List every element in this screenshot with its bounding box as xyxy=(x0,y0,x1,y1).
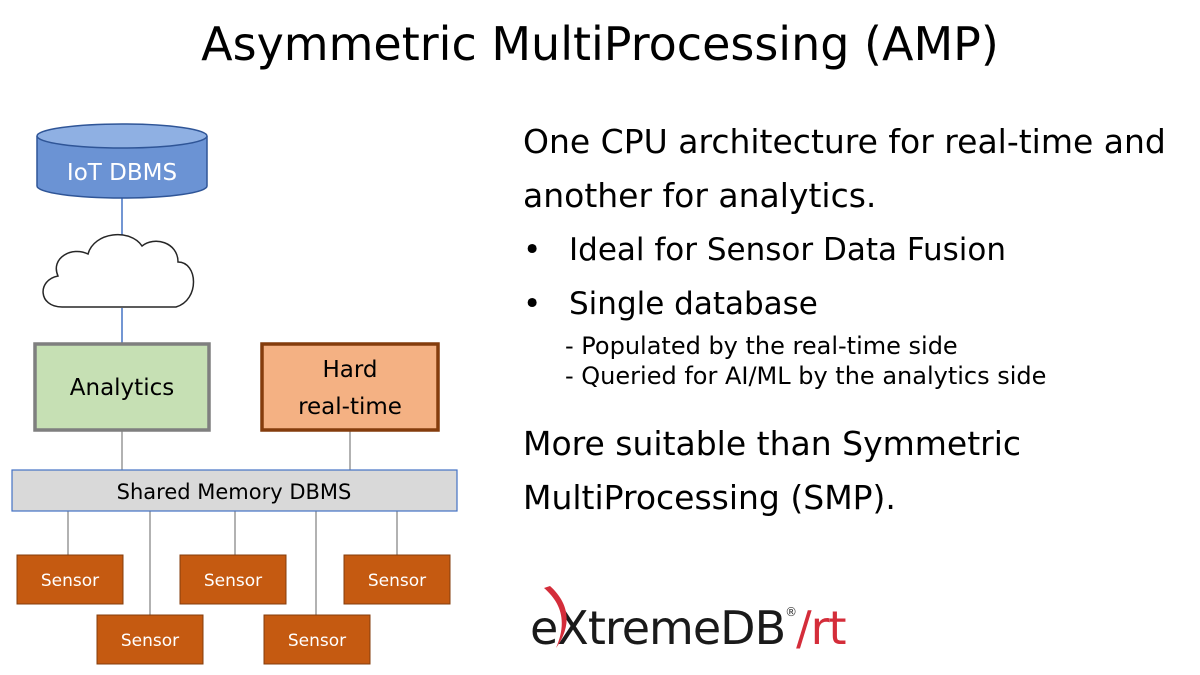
logo-suffix: /rt xyxy=(796,601,846,655)
sub-item: - Populated by the real-time side xyxy=(565,332,958,360)
sensor-3: Sensor xyxy=(179,554,287,605)
sensor-label: Sensor xyxy=(121,631,179,651)
logo-registered-mark: ® xyxy=(785,605,797,619)
sensor-2: Sensor xyxy=(96,614,204,665)
bullet-item: • Ideal for Sensor Data Fusion xyxy=(523,223,1193,277)
bullet-icon: • xyxy=(523,232,542,268)
cloud-icon xyxy=(42,233,195,308)
sub-item: - Queried for AI/ML by the analytics sid… xyxy=(565,362,1047,390)
sensor-label: Sensor xyxy=(368,571,426,591)
database-cylinder: IoT DBMS xyxy=(36,123,208,199)
architecture-diagram: IoT DBMS Analytics Hard real-time Shared… xyxy=(11,123,458,665)
logo-main-text: eXtremeDB xyxy=(530,601,786,655)
database-label: IoT DBMS xyxy=(67,160,177,186)
conclusion-text: More suitable than Symmetric MultiProces… xyxy=(523,424,1022,517)
sensor-1: Sensor xyxy=(16,554,124,605)
sensor-label: Sensor xyxy=(288,631,346,651)
sensor-4: Sensor xyxy=(263,614,371,665)
shared-memory-label: Shared Memory DBMS xyxy=(117,480,352,504)
intro-text: One CPU architecture for real-time and a… xyxy=(523,122,1166,215)
hard-realtime-box xyxy=(260,342,440,432)
bullet-item: • Single database xyxy=(523,277,1193,331)
bullet-icon: • xyxy=(523,286,542,322)
sensor-5: Sensor xyxy=(343,554,451,605)
bullet-text: Ideal for Sensor Data Fusion xyxy=(569,232,1006,268)
bullet-text: Single database xyxy=(569,286,818,322)
page-title: Asymmetric MultiProcessing (AMP) xyxy=(201,17,999,71)
sensor-label: Sensor xyxy=(204,571,262,591)
hard-realtime-label-line1: Hard xyxy=(322,357,377,383)
logo-swoosh-icon xyxy=(544,586,567,648)
hard-realtime-label-line2: real-time xyxy=(298,394,402,420)
shared-memory-bar xyxy=(11,469,458,512)
analytics-label: Analytics xyxy=(70,375,174,401)
extremedb-logo: eXtremeDB®/rt xyxy=(530,584,847,656)
description-panel: One CPU architecture for real-time and a… xyxy=(523,115,1193,525)
sensor-label: Sensor xyxy=(41,571,99,591)
analytics-box xyxy=(33,342,211,432)
